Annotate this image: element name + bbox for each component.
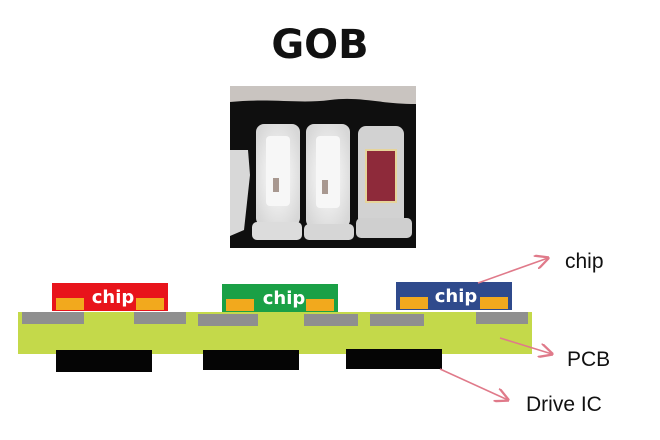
chip-red: chip (52, 283, 168, 311)
solder-pads (22, 312, 528, 326)
photo-led-1-die (273, 178, 279, 192)
drive-ic (56, 350, 152, 372)
chip-red-label: chip (92, 287, 135, 308)
photo-pad-3 (356, 218, 412, 238)
page-title: GOB (271, 22, 368, 68)
chip-blue: chip (396, 282, 512, 310)
solder-pad (304, 314, 358, 326)
photo-left-edge (230, 150, 250, 236)
chip-green-label: chip (263, 288, 306, 309)
photo-pad-2 (304, 224, 354, 240)
pcb-callout-label: PCB (567, 348, 610, 371)
chip-green: chip (222, 284, 338, 312)
photo-top-strip (230, 86, 416, 104)
drive-ic-callout-arrow (439, 368, 508, 400)
solder-pad (370, 314, 424, 326)
solder-pad (22, 312, 84, 324)
chip-green-pad-right (306, 299, 334, 311)
chip-callout-arrow (477, 258, 548, 284)
chip-blue-pad-right (480, 297, 508, 309)
drive-ics (56, 349, 442, 372)
chip-green-pad-left (226, 299, 254, 311)
solder-pad (198, 314, 258, 326)
chip-red-pad-left (56, 298, 84, 310)
chip-blue-pad-left (400, 297, 428, 309)
drive-ic (203, 350, 299, 370)
photo-led-3-red-die (365, 149, 397, 203)
led-gob-macro-photo-icon (230, 86, 416, 248)
chip-blue-label: chip (435, 286, 478, 307)
solder-pad (476, 312, 528, 324)
photo-led-2-core (316, 136, 340, 208)
chip-red-pad-right (136, 298, 164, 310)
pcb-callout-arrow (499, 337, 552, 354)
pcb-board (18, 312, 532, 354)
photo-led-2-die (322, 180, 328, 194)
chip-callout-label: chip (565, 250, 604, 273)
drive-ic (346, 349, 442, 369)
photo-led-1-core (266, 136, 290, 206)
solder-pad (134, 312, 186, 324)
drive-ic-callout-label: Drive IC (526, 393, 602, 416)
photo-pad-1 (252, 222, 302, 240)
